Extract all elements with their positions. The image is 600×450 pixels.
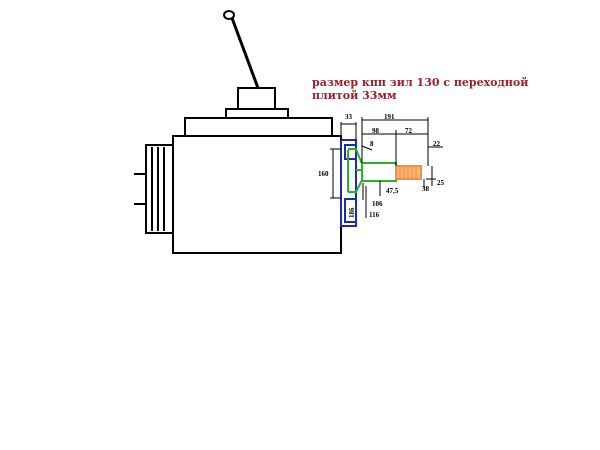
dim-191: 191	[384, 113, 395, 121]
dim-98: 98	[372, 127, 380, 135]
dim-22: 22	[433, 140, 441, 148]
dim-116: 116	[369, 211, 380, 219]
dim-72: 72	[405, 127, 413, 135]
adapter-plate	[340, 139, 357, 227]
annotation-line-1: размер кпп зил 130 с переходной	[312, 76, 529, 89]
side-cover	[134, 144, 174, 234]
dim-25: 25	[437, 179, 445, 187]
lever-base-plate	[225, 108, 289, 119]
dim-33: 33	[345, 113, 353, 121]
dim-106: 106	[372, 200, 383, 208]
dim-186: 186	[348, 207, 356, 218]
dim-8: 8	[370, 140, 374, 148]
dim-38: 38	[422, 185, 430, 193]
top-cover	[184, 117, 333, 137]
dimension-lines	[330, 117, 443, 218]
annotation-line-2: плитой 33мм	[312, 89, 397, 102]
dim-160: 160	[318, 170, 329, 178]
adapter-plate-outline	[340, 139, 357, 227]
gear-lever-rod	[230, 17, 260, 89]
dimension-labels: 33 191 98 72 22 8 160 186 106 116 47,5 3…	[318, 113, 445, 219]
lever-housing	[237, 87, 276, 110]
gear-lever-knob	[223, 10, 235, 20]
gear-lever	[223, 10, 260, 89]
adapter-plate-lower-boss	[344, 198, 357, 223]
shaft-body	[361, 162, 397, 182]
annotation-text: размер кпп зил 130 с переходной плитой 3…	[312, 76, 529, 102]
shaft-spline	[395, 165, 422, 180]
dim-47-5: 47,5	[386, 187, 399, 195]
side-cover-frame	[145, 144, 174, 234]
gearbox-body	[172, 135, 342, 254]
adapter-plate-upper-boss	[344, 144, 357, 160]
